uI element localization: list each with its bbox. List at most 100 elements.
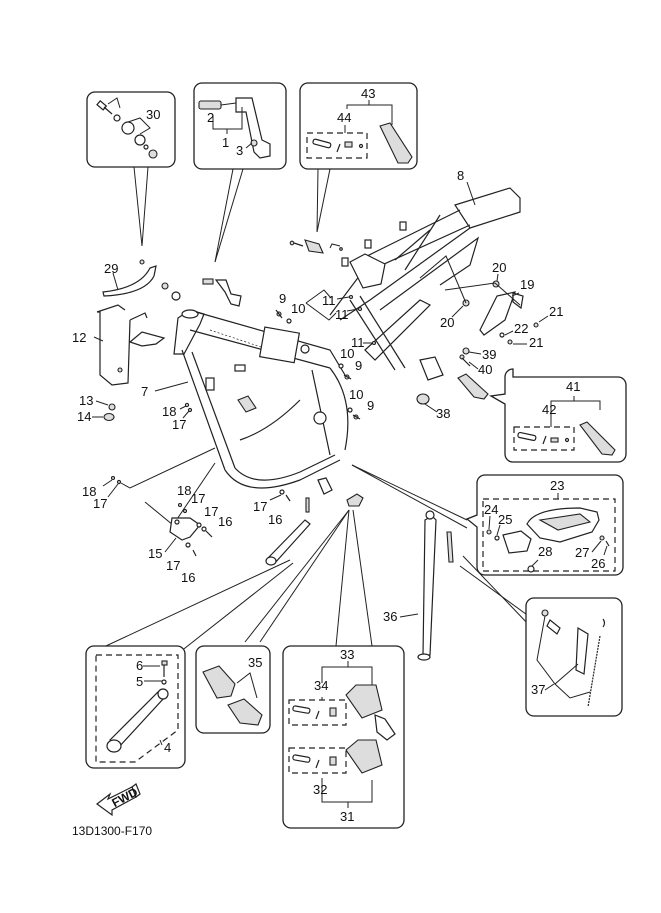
callout-28: 28 — [538, 544, 552, 559]
callout-23: 23 — [550, 478, 564, 493]
callout-15: 15 — [148, 546, 162, 561]
pin-part — [312, 138, 332, 149]
part-15-plate: 18 17 18 17 17 16 15 17 16 17 16 — [82, 447, 291, 585]
spacer-part — [143, 144, 149, 150]
callout-31: 31 — [340, 809, 354, 824]
pivot-shaft — [92, 497, 311, 653]
callout-42: 42 — [542, 402, 556, 417]
callout-34: 34 — [314, 678, 328, 693]
callout-1: 1 — [222, 135, 229, 150]
callout-26: 26 — [591, 556, 605, 571]
callout-41: 41 — [566, 379, 580, 394]
callout-17-a: 17 — [172, 417, 186, 432]
inset-4-5-6[interactable]: 6 5 4 — [85, 645, 186, 769]
callout-30: 30 — [146, 107, 160, 122]
callout-19: 19 — [520, 277, 534, 292]
part-38-40: 39 40 38 — [416, 347, 496, 421]
callout-12: 12 — [72, 330, 86, 345]
callout-18-b: 18 — [82, 484, 96, 499]
callout-35: 35 — [248, 655, 262, 670]
callout-16-b: 16 — [181, 570, 195, 585]
main-frame[interactable] — [173, 309, 349, 489]
callout-17-e: 17 — [166, 558, 180, 573]
callout-25: 25 — [498, 512, 512, 527]
bracket-part — [502, 530, 532, 554]
bushing-part — [121, 121, 135, 135]
callout-17-d: 17 — [204, 504, 218, 519]
callout-17-c: 17 — [191, 491, 205, 506]
callout-17-f: 17 — [253, 499, 267, 514]
callout-21-b: 21 — [529, 335, 543, 350]
callout-14: 14 — [77, 409, 91, 424]
callout-27: 27 — [575, 545, 589, 560]
callout-37: 37 — [531, 682, 545, 697]
kick-rubber-part — [198, 100, 222, 110]
callout-11-a: 11 — [322, 293, 336, 308]
callout-32: 32 — [313, 782, 327, 797]
part-36-sidestand: 36 — [383, 510, 531, 661]
callout-10-a: 10 — [291, 301, 305, 316]
callout-44: 44 — [337, 110, 351, 125]
footrest-rubber-a — [202, 665, 236, 699]
callout-18-c: 18 — [177, 483, 191, 498]
part-29: 29 — [102, 259, 181, 301]
callout-2: 2 — [207, 110, 214, 125]
inset-37[interactable]: 37 — [525, 597, 623, 717]
sub-frame[interactable]: 8 — [329, 8, 521, 381]
bolt-part — [96, 100, 113, 115]
callout-3: 3 — [236, 143, 243, 158]
callout-40: 40 — [478, 362, 492, 377]
kick-lever-small — [202, 278, 242, 307]
collar-part — [113, 114, 121, 122]
callout-7: 7 — [141, 384, 148, 399]
callout-39: 39 — [482, 347, 496, 362]
callout-10-b: 10 — [340, 346, 354, 361]
part-12-guard: 12 — [72, 304, 166, 386]
footrest-rubber-b — [227, 698, 263, 726]
fastener-cluster-9-10-11: 9 10 11 11 11 10 9 10 9 — [275, 289, 377, 420]
callout-4: 4 — [164, 740, 171, 755]
drawing-code: 13D1300-F170 — [72, 824, 152, 838]
callout-22: 22 — [514, 321, 528, 336]
callout-13: 13 — [79, 393, 93, 408]
callout-11-b: 11 — [335, 307, 349, 322]
callout-6: 6 — [136, 658, 143, 673]
kick-bolt-part — [250, 139, 258, 147]
callout-29: 29 — [104, 261, 118, 276]
callout-9-b: 9 — [355, 358, 362, 373]
callout-16-c: 16 — [268, 512, 282, 527]
washer-part — [134, 134, 146, 146]
rear-footrest-part — [379, 122, 413, 164]
callout-43: 43 — [361, 86, 375, 101]
inset-35[interactable]: 35 — [195, 645, 271, 734]
callout-8: 8 — [457, 168, 464, 183]
nut-part — [148, 149, 158, 159]
inset-31-34[interactable]: 33 34 32 31 — [282, 645, 405, 829]
callout-21-a: 21 — [549, 304, 563, 319]
inset-43-44[interactable]: 43 44 — [299, 82, 418, 233]
part-13-14: 13 14 — [77, 393, 116, 424]
callout-20-a: 20 — [492, 260, 506, 275]
callout-20-b: 20 — [440, 315, 454, 330]
callout-9-a: 9 — [279, 291, 286, 306]
callout-38: 38 — [436, 406, 450, 421]
callout-36: 36 — [383, 609, 397, 624]
part-19-22-plate: 20 20 19 21 22 21 — [419, 255, 563, 350]
callout-11-c: 11 — [351, 335, 365, 350]
spring-part — [344, 141, 353, 148]
callout-5: 5 — [136, 674, 143, 689]
callout-17-b: 17 — [93, 496, 107, 511]
callout-16-a: 16 — [218, 514, 232, 529]
callout-10-c: 10 — [349, 387, 363, 402]
inset-kick-lever[interactable]: 2 1 3 — [193, 82, 287, 263]
callout-24: 24 — [484, 502, 498, 517]
callout-33: 33 — [340, 647, 354, 662]
front-footrest-small — [244, 477, 373, 647]
inset-41-42[interactable]: 41 42 — [489, 368, 627, 463]
callout-18-a: 18 — [162, 404, 176, 419]
inset-23-28[interactable]: 23 24 25 28 27 26 — [465, 474, 624, 576]
rear-footrest-small — [289, 239, 343, 254]
fwd-arrow-icon: FWD — [96, 783, 141, 817]
inset-30[interactable]: 30 — [86, 91, 176, 247]
